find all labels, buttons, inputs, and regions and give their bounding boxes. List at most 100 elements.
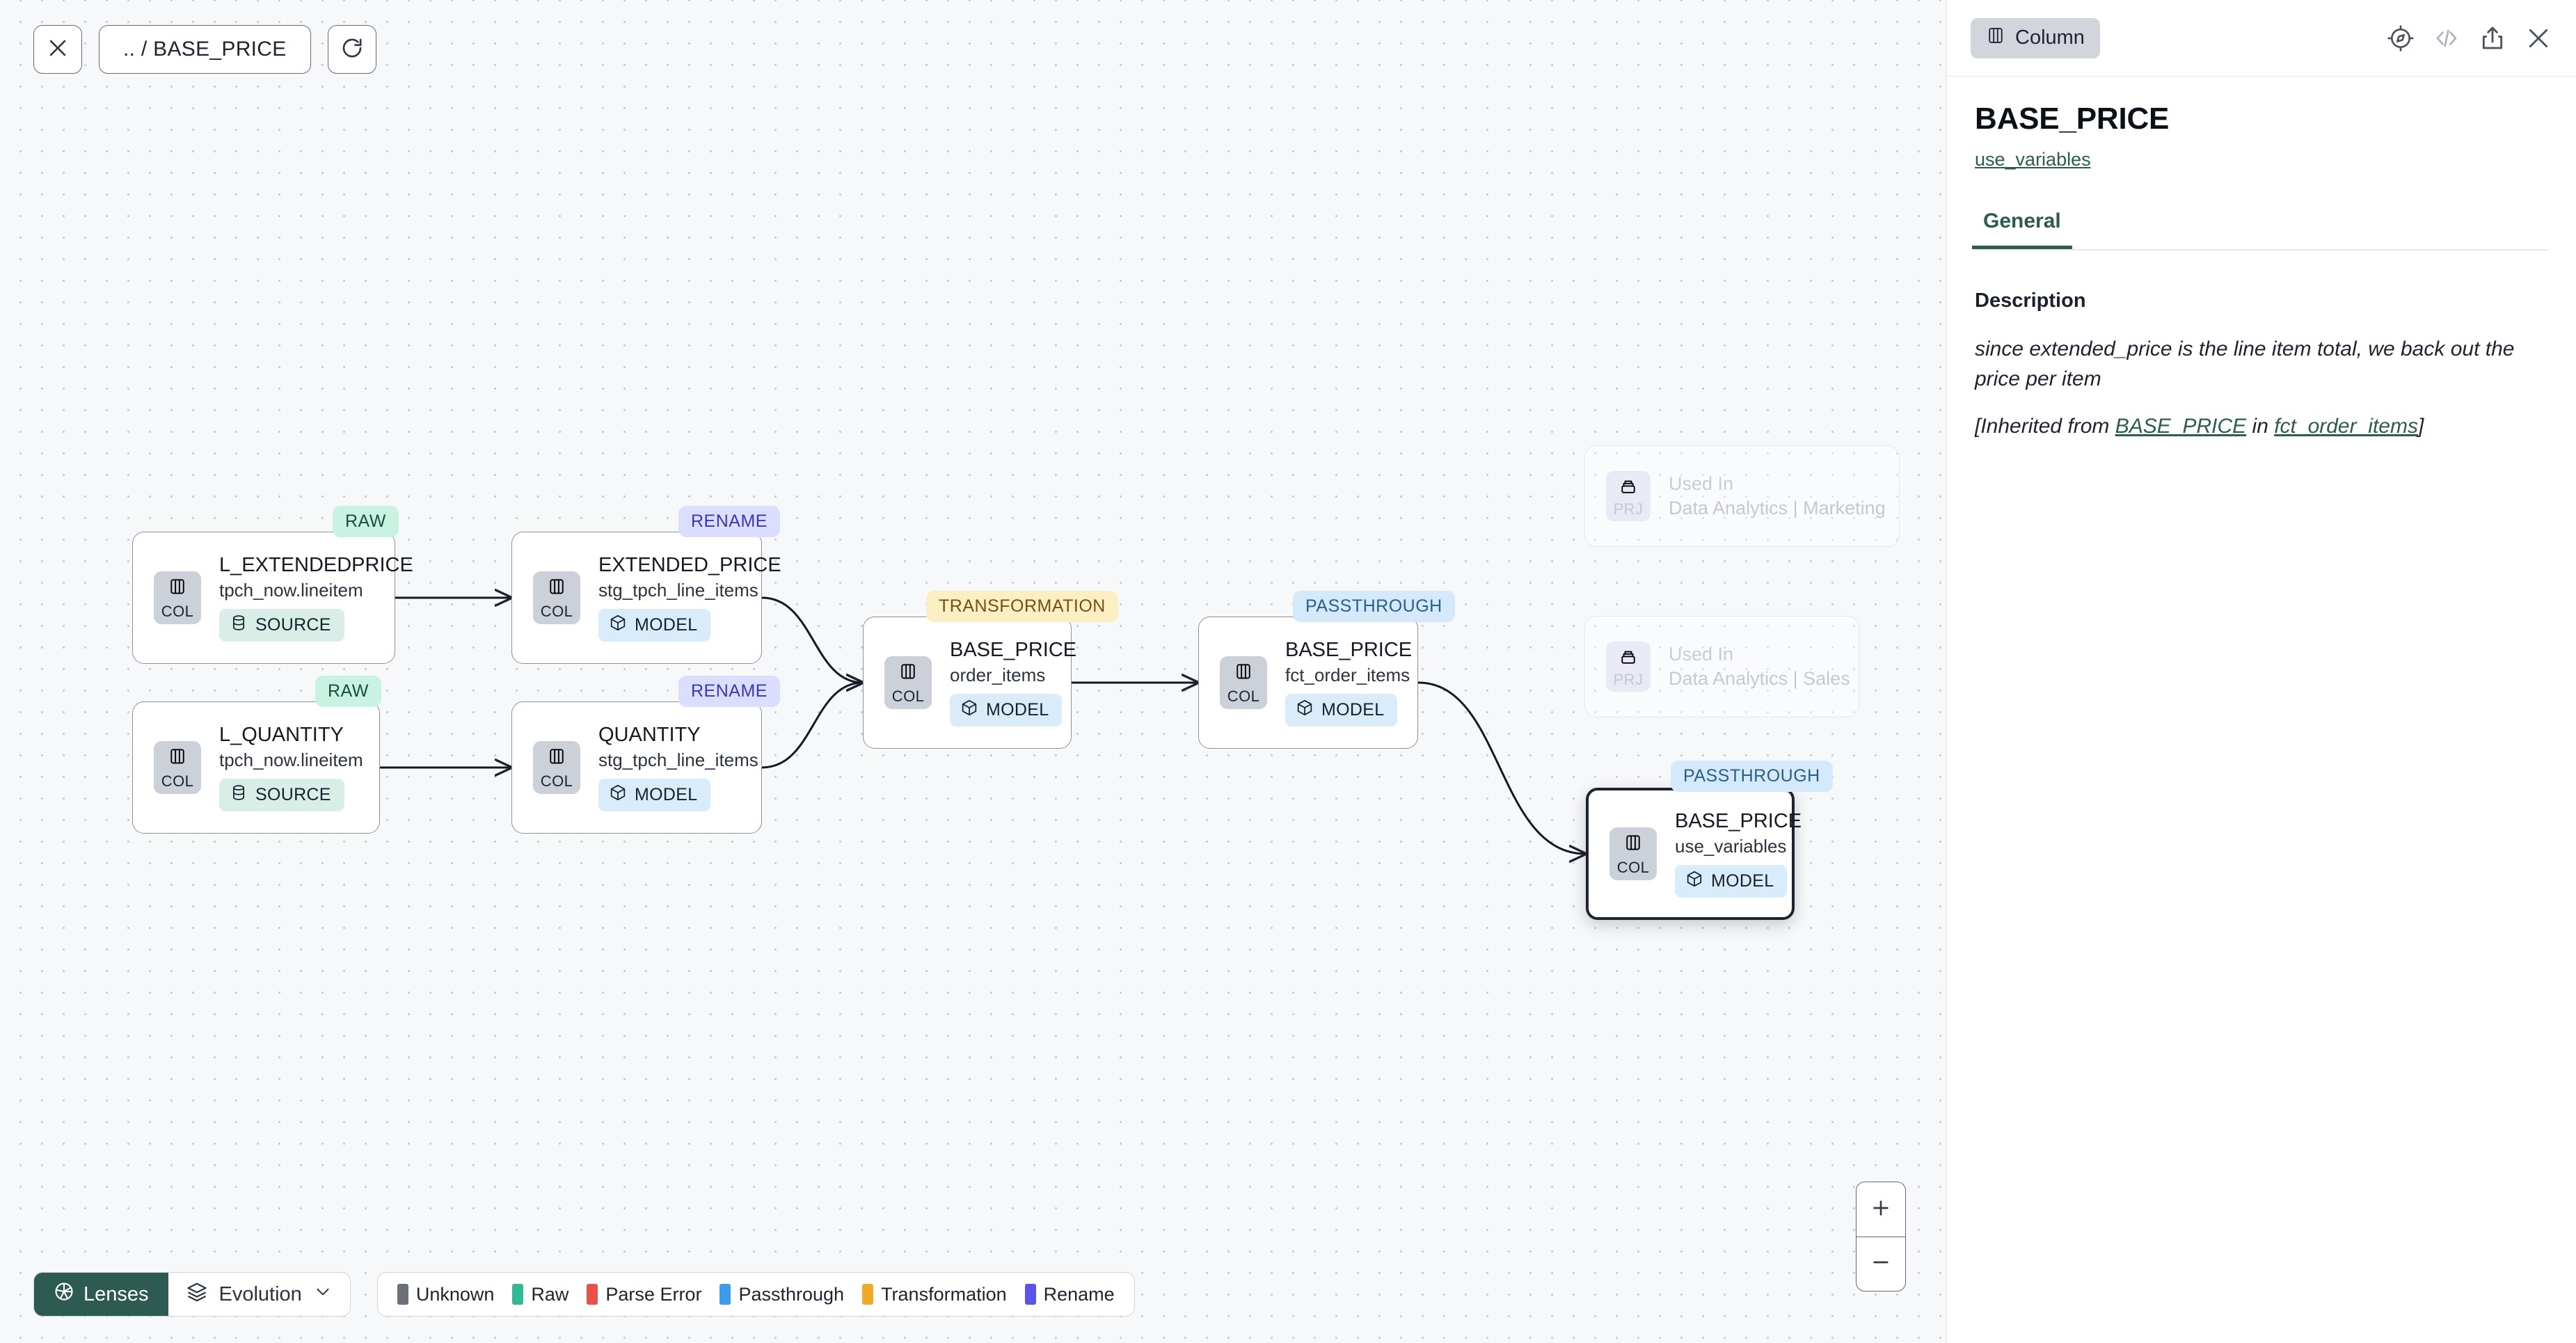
legend-label: Raw [531,1283,569,1305]
legend-item-passthrough[interactable]: Passthrough [719,1284,844,1305]
legend-swatch [1024,1284,1036,1305]
node-subtitle: stg_tpch_line_items [598,749,758,770]
legend-label: Passthrough [738,1283,845,1305]
column-icon [546,747,567,772]
database-icon [230,614,248,637]
parent-model-link[interactable]: use_variables [1975,149,2091,170]
page-title: BASE_PRICE [1975,102,2170,136]
project-icon [1618,646,1639,671]
status-badge-passthrough: PASSTHROUGH [1293,591,1455,622]
legend-swatch [587,1284,598,1305]
project-type-chip: PRJ [1606,471,1651,521]
node-type-label: MODEL [1711,871,1774,891]
node-type-tag: MODEL [598,608,711,642]
node-type-label: MODEL [635,614,698,635]
column-chip-label: COL [161,602,194,620]
legend-item-unknown[interactable]: Unknown [397,1283,495,1305]
tab-general[interactable]: General [1972,209,2072,249]
column-type-chip: COL [1220,656,1267,709]
column-type-chip: COL [154,571,201,624]
column-icon [898,662,919,688]
status-badge-raw: RAW [333,506,399,537]
column-type-chip: COL [1609,827,1657,880]
node-type-label: SOURCE [255,614,331,635]
legend-item-raw[interactable]: Raw [512,1284,569,1305]
used-in-project: Data Analytics | Sales [1669,668,1850,689]
compass-icon[interactable] [2387,24,2415,52]
panel-actions [2387,24,2552,52]
entity-type-label: Column [2015,26,2085,49]
description-text: since extended_price is the line item to… [1975,337,2515,390]
column-chip-label: COL [1227,687,1260,705]
cube-icon [609,784,627,806]
close-icon [46,36,70,63]
layers-icon [186,1281,207,1308]
legend-item-rename[interactable]: Rename [1024,1283,1115,1305]
node-type-tag: SOURCE [219,608,344,642]
node-subtitle: order_items [950,664,1046,685]
legend-item-parse-error[interactable]: Parse Error [587,1284,701,1305]
evolution-dropdown[interactable]: Evolution [168,1273,350,1316]
column-icon [1233,662,1254,688]
node-title: BASE_PRICE [1285,639,1413,662]
share-icon[interactable] [2479,24,2506,52]
inherited-mid: in [2246,415,2275,438]
breadcrumb[interactable]: .. / BASE_PRICE [99,25,311,74]
column-icon [1623,833,1644,859]
inherited-suffix: ] [2417,415,2424,438]
close-graph-button[interactable] [33,25,82,74]
code-icon[interactable] [2433,24,2460,52]
legend-swatch [719,1284,731,1305]
legend-swatch [512,1284,524,1305]
zoom-in-button[interactable] [1857,1182,1905,1237]
close-panel-icon[interactable] [2525,24,2552,52]
minus-icon [1870,1251,1892,1277]
node-title: EXTENDED_PRICE [598,554,781,577]
refresh-button[interactable] [327,25,376,74]
zoom-out-button[interactable] [1857,1237,1905,1291]
panel-body: BASE_PRICE use_variables General Descrip… [1947,77,2576,1343]
inherited-column-link[interactable]: BASE_PRICE [2115,415,2247,438]
node-type-tag: MODEL [950,693,1063,726]
status-legend: Unknown Raw Parse Error Passthrough Transfor… [376,1272,1135,1317]
node-type-tag: MODEL [598,778,711,811]
status-badge-raw: RAW [315,676,381,707]
node-title: QUANTITY [598,724,701,747]
status-badge-rename: RENAME [678,676,780,707]
inherited-model-link[interactable]: fct_order_items [2274,415,2418,438]
column-icon [546,577,567,603]
lenses-group: Lenses Evolution [33,1272,351,1317]
column-type-chip: COL [533,741,580,794]
inherited-prefix: [Inherited from [1975,415,2115,438]
used-in-label: Used In [1669,643,1734,665]
legend-label: Rename [1043,1283,1115,1305]
legend-label: Unknown [415,1283,495,1305]
legend-label: Parse Error [605,1283,702,1305]
canvas-bottom-bar: Lenses Evolution Unknown [33,1272,1135,1317]
lenses-button[interactable]: Lenses [34,1273,168,1316]
entity-type-chip[interactable]: Column [1971,17,2100,58]
legend-swatch [862,1284,874,1305]
node-type-label: MODEL [635,784,698,804]
node-text: Used In Data Analytics | Sales [1669,644,1850,690]
lineage-canvas[interactable]: .. / BASE_PRICE [0,0,1946,1343]
column-type-chip: COL [533,571,580,624]
node-title: BASE_PRICE [1675,810,1802,833]
database-icon [230,784,248,806]
node-subtitle: use_variables [1675,835,1787,857]
node-title: L_QUANTITY [219,724,344,747]
plus-icon [1870,1197,1892,1223]
legend-item-transformation[interactable]: Transformation [862,1284,1007,1305]
